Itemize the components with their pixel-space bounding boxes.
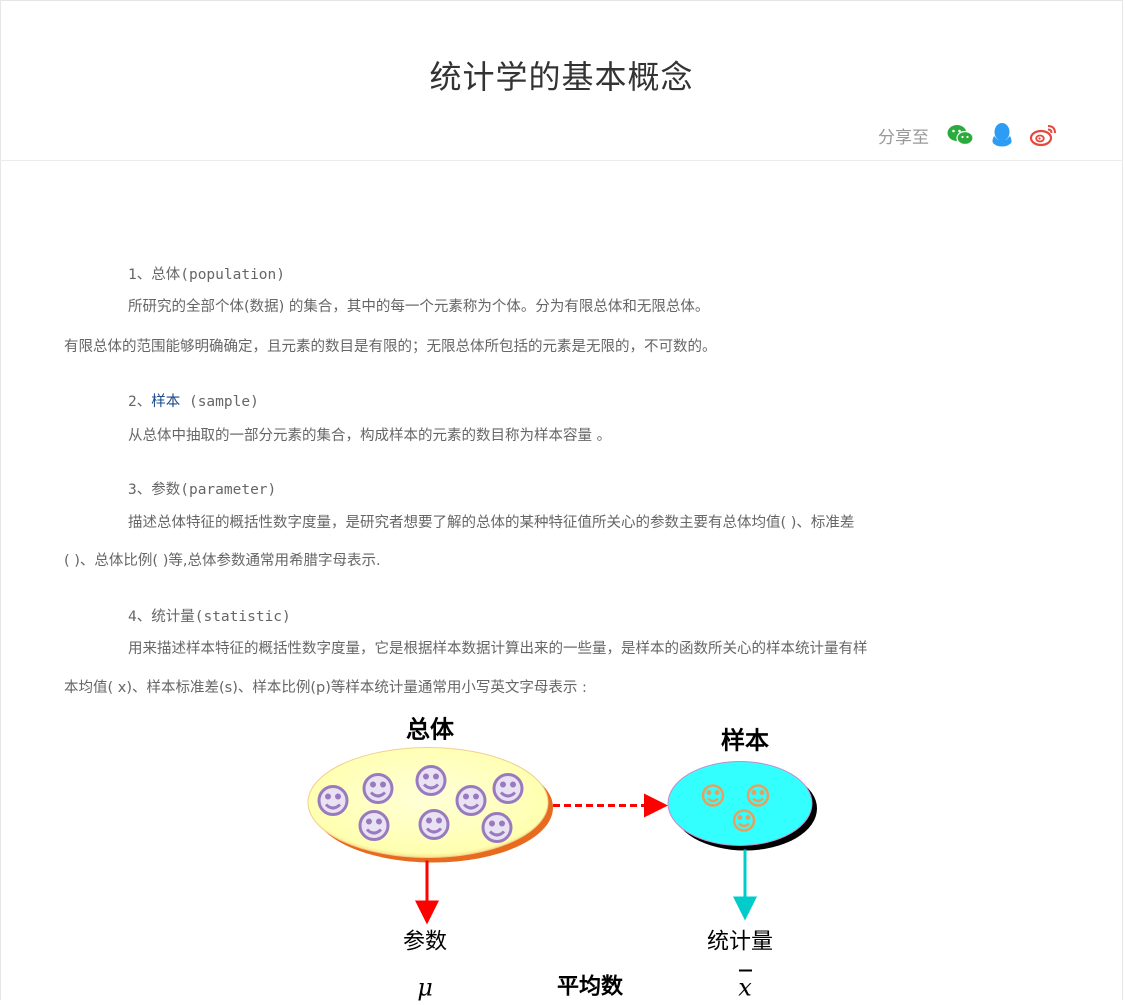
section-heading-sample: 2、样本 (sample) (128, 390, 259, 411)
smiley-icon (481, 812, 513, 843)
qq-icon[interactable] (987, 122, 1017, 148)
wechat-icon[interactable] (945, 122, 975, 148)
sample-faces (701, 784, 770, 832)
sample-label: 样本 (721, 727, 769, 755)
heading-suffix: (sample) (180, 394, 259, 410)
smiley-icon (455, 785, 487, 816)
population-label: 总体 (406, 716, 455, 744)
section-text: ( )、总体比例( )等,总体参数通常用希腊字母表示. (64, 553, 381, 569)
section-text: 所研究的全部个体(数据) 的集合，其中的每一个元素称为个体。分为有限总体和无限总… (128, 299, 710, 315)
mean-label: 平均数 (557, 974, 624, 1000)
smiley-icon (701, 784, 725, 807)
smiley-icon (362, 773, 394, 804)
smiley-icon (358, 810, 390, 841)
smiley-icon (418, 809, 450, 840)
sample-link[interactable]: 样本 (151, 394, 181, 410)
section-text: 有限总体的范围能够明确确定，且元素的数目是有限的；无限总体所包括的元素是无限的，… (64, 339, 717, 355)
smiley-icon (746, 784, 770, 807)
parameter-label: 参数 (403, 930, 447, 955)
xbar-symbol: x (738, 974, 752, 1002)
section-heading-statistic: 4、统计量(statistic) (128, 609, 291, 625)
section-text: 本均值( x)、样本标准差(s)、样本比例(p)等样本统计量通常用小写英文字母表… (64, 680, 587, 696)
section-text: 用来描述样本特征的概括性数字度量，它是根据样本数据计算出来的一些量，是样本的函数… (128, 641, 868, 657)
weibo-icon[interactable] (1029, 122, 1059, 148)
sample-ellipse (667, 761, 813, 846)
section-text: 从总体中抽取的一部分元素的集合，构成样本的元素的数目称为样本容量 。 (128, 428, 612, 444)
share-label: 分享至 (878, 127, 929, 148)
smiley-icon (317, 785, 349, 816)
heading-prefix: 2、 (128, 394, 152, 410)
page-title: 统计学的基本概念 (429, 58, 694, 96)
section-text: 描述总体特征的概括性数字度量，是研究者想要了解的总体的某种特征值所关心的参数主要… (128, 515, 855, 531)
section-heading-parameter: 3、参数(parameter) (128, 482, 277, 498)
population-sample-diagram: 总体 样本 参数 统计量 μ 平均数 x (307, 716, 817, 1002)
section-heading-population: 1、总体(population) (128, 267, 285, 283)
statistic-label: 统计量 (707, 930, 773, 955)
population-faces (317, 765, 524, 843)
article-header: 统计学的基本概念 分享至 (0, 0, 1123, 161)
mu-symbol: μ (417, 974, 433, 1002)
smiley-icon (732, 809, 756, 832)
share-bar: 分享至 (878, 122, 1059, 148)
smiley-icon (415, 765, 447, 796)
smiley-icon (492, 773, 524, 804)
